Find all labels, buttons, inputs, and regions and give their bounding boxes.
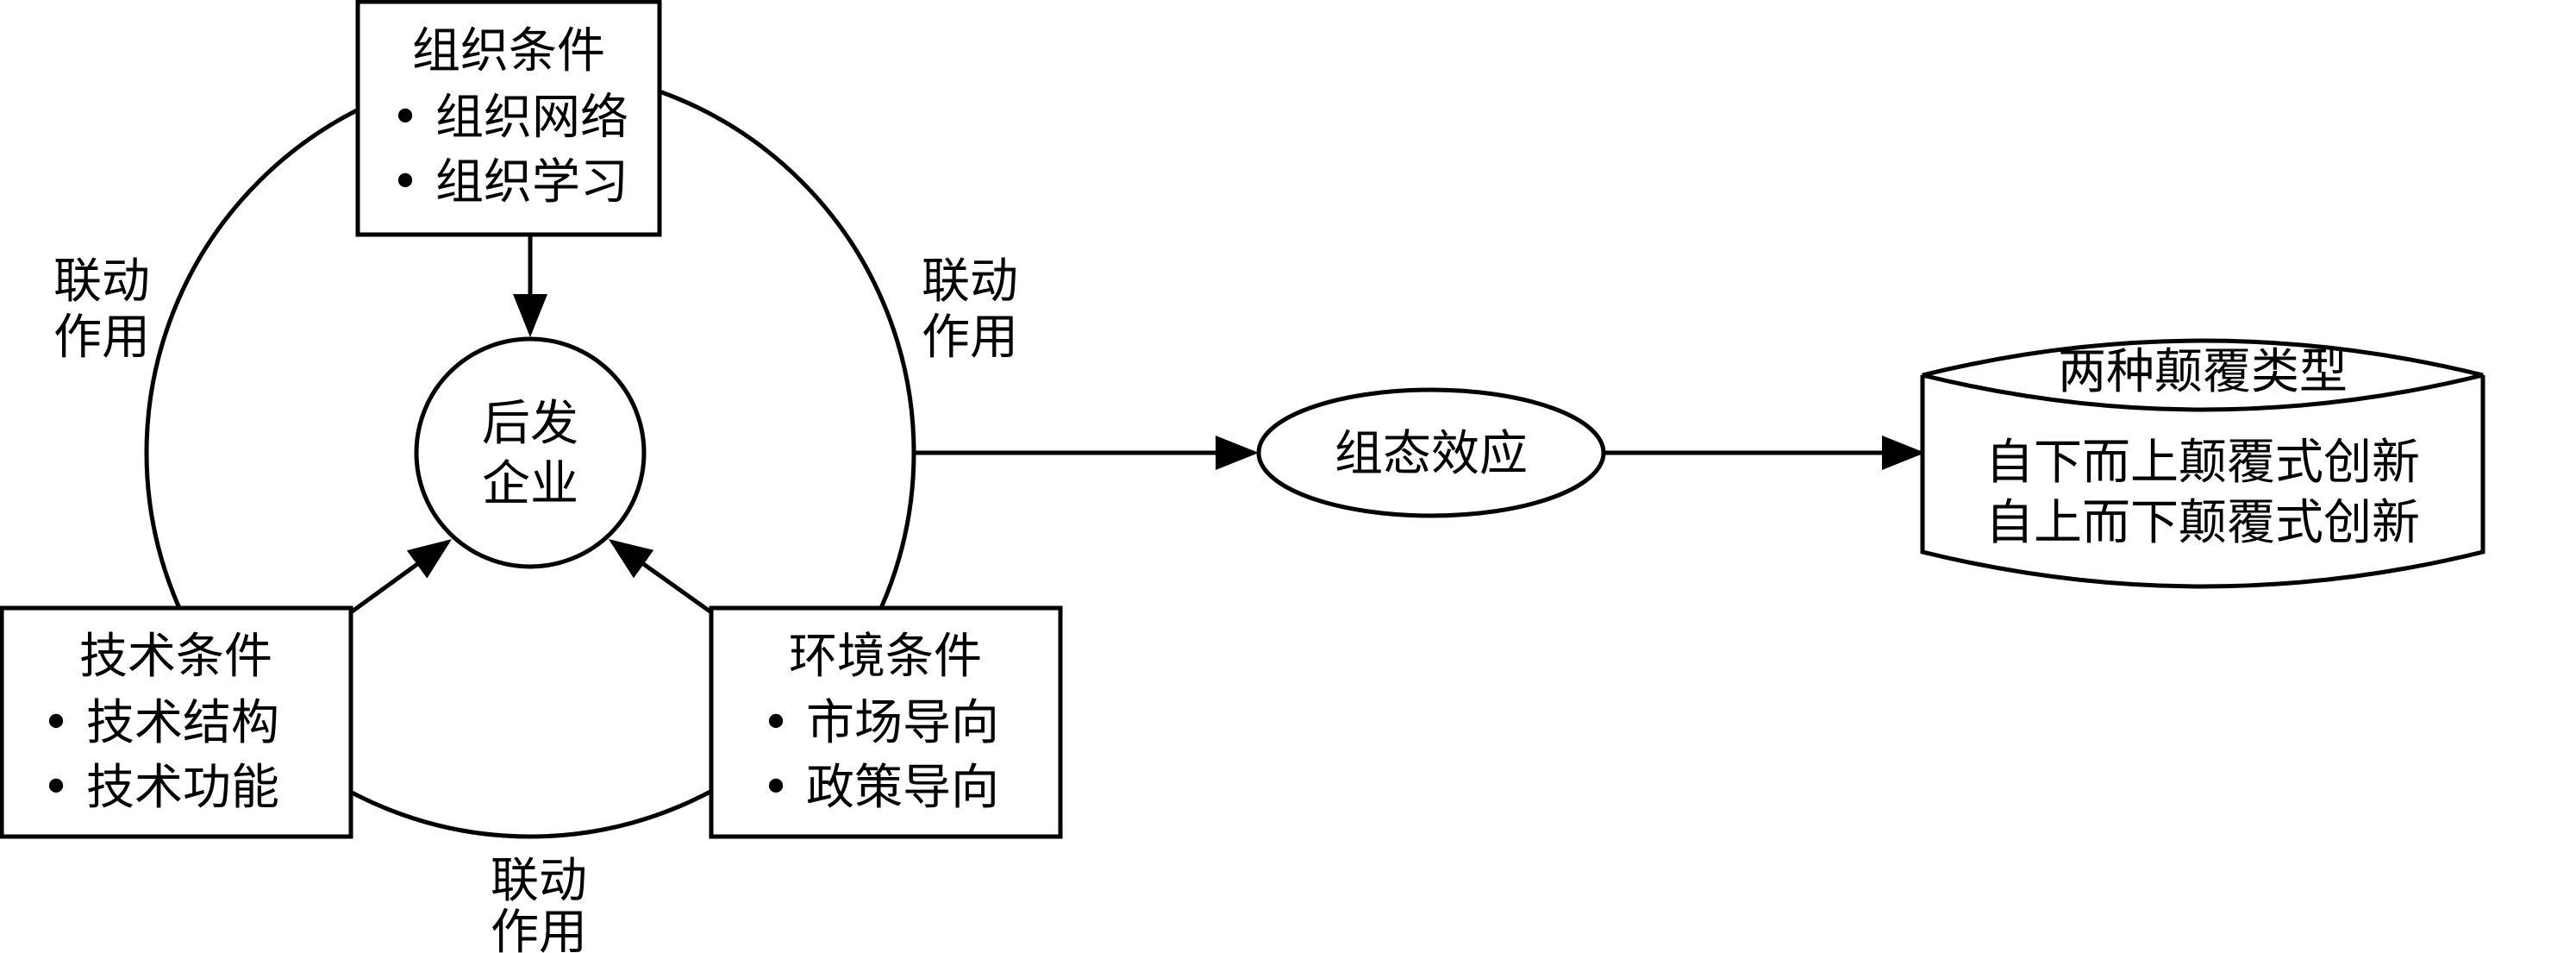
env-box-title: 环境条件 bbox=[789, 629, 982, 685]
linkage-label-left: 联动 作用 bbox=[53, 254, 150, 366]
tech-item-1: 技术结构 bbox=[86, 695, 279, 751]
bullet: • bbox=[41, 760, 70, 816]
bullet: • bbox=[391, 154, 419, 210]
tech-conditions-box: 技术条件 • 技术结构 • 技术功能 bbox=[0, 605, 353, 839]
linkage-label-right: 联动 作用 bbox=[922, 254, 1018, 366]
env-item-2: 政策导向 bbox=[806, 760, 999, 816]
linkage-label-bottom-line1: 联动 bbox=[491, 853, 587, 909]
center-node: 后发 企业 bbox=[414, 336, 647, 569]
org-item-1: 组织网络 bbox=[435, 90, 628, 146]
bottom-up-disruptive-innovation: 自下而上颠覆式创新 bbox=[1985, 435, 2420, 491]
configuration-effect-label: 组态效应 bbox=[1335, 426, 1528, 482]
disruption-types-title: 两种颠覆类型 bbox=[2058, 344, 2348, 400]
linkage-label-bottom-line2: 作用 bbox=[491, 905, 587, 953]
linkage-label-right-line2: 作用 bbox=[922, 310, 1018, 366]
tech-to-center-arrow bbox=[349, 539, 453, 615]
bullet: • bbox=[391, 90, 419, 146]
linkage-label-bottom: 联动 作用 bbox=[491, 853, 587, 953]
bullet: • bbox=[41, 695, 70, 751]
linkage-label-left-line2: 作用 bbox=[53, 310, 150, 366]
center-label-line2: 企业 bbox=[482, 456, 578, 512]
bullet: • bbox=[761, 760, 790, 816]
top-down-disruptive-innovation: 自上而下颠覆式创新 bbox=[1985, 495, 2420, 551]
org-box-title: 组织条件 bbox=[412, 23, 605, 79]
org-item-2: 组织学习 bbox=[435, 154, 628, 210]
bullet: • bbox=[761, 695, 790, 751]
tech-box-title: 技术条件 bbox=[79, 629, 272, 685]
org-conditions-box: 组织条件 • 组织网络 • 组织学习 bbox=[355, 0, 662, 237]
linkage-label-left-line1: 联动 bbox=[53, 254, 150, 310]
env-conditions-box: 环境条件 • 市场导向 • 政策导向 bbox=[709, 605, 1063, 839]
linkage-label-right-line1: 联动 bbox=[922, 254, 1018, 310]
center-label-line1: 后发 bbox=[482, 396, 578, 452]
tech-item-2: 技术功能 bbox=[86, 760, 279, 816]
env-item-1: 市场导向 bbox=[806, 695, 999, 751]
env-to-center-arrow bbox=[608, 539, 713, 615]
configuration-effect-node: 组态效应 bbox=[1256, 387, 1606, 518]
disruption-types-node: 两种颠覆类型 自下而上颠覆式创新 自上而下颠覆式创新 bbox=[1920, 338, 2485, 589]
